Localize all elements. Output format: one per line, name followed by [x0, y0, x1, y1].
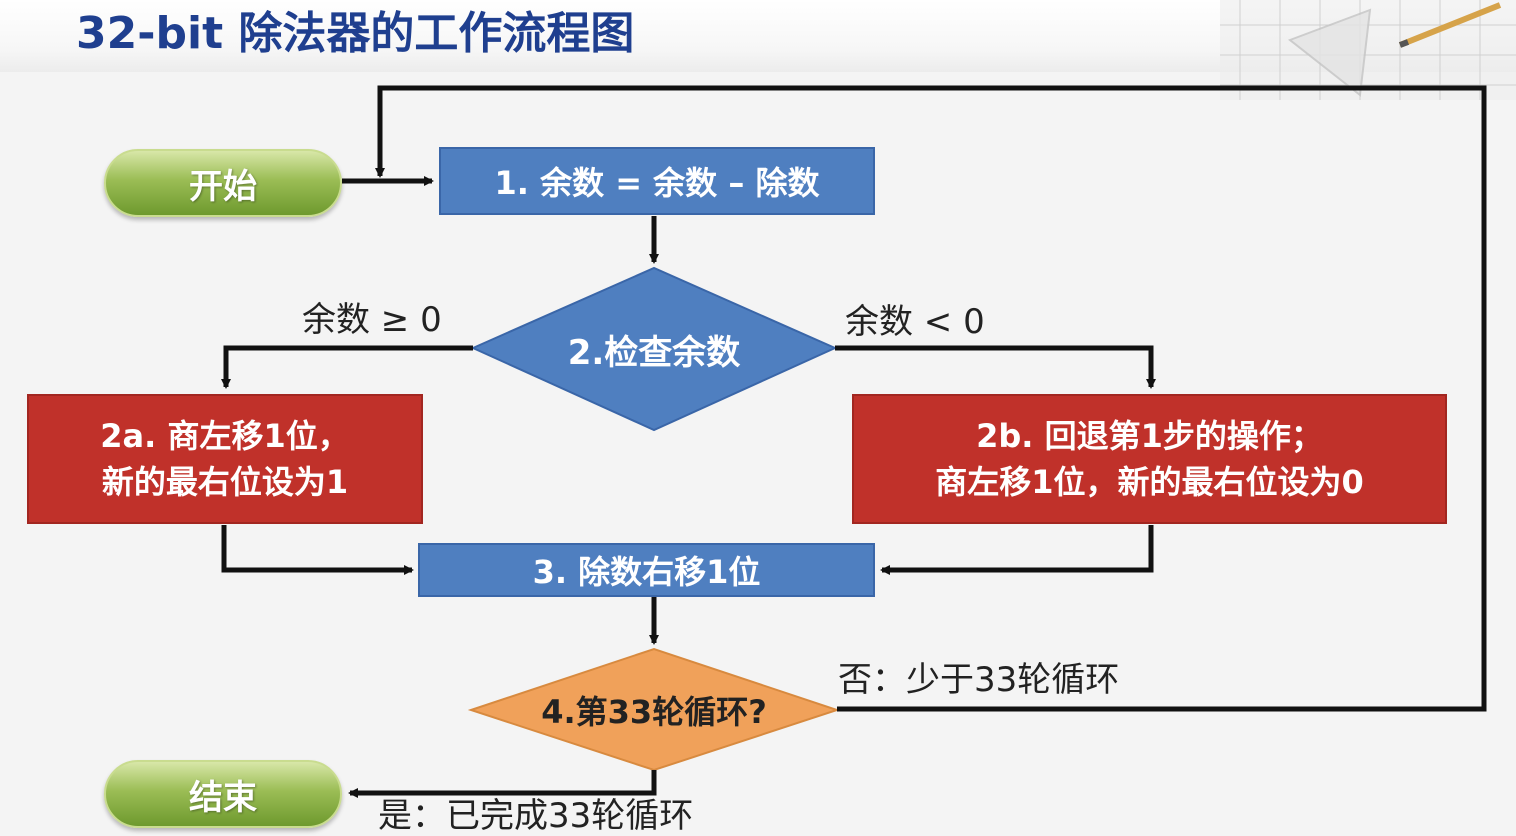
edge-label-remainder-ge-zero: 余数 ≥ 0 — [302, 300, 442, 340]
step2a-shift-quotient-set-1: 2a. 商左移1位， 新的最右位设为1 — [27, 394, 423, 524]
step2b-line2: 商左移1位，新的最右位设为0 — [935, 463, 1364, 501]
step2b-line1: 2b. 回退第1步的操作； — [976, 417, 1323, 455]
step3-shift-divisor-right: 3. 除数右移1位 — [418, 543, 875, 597]
arrow-step2a-to-step3 — [221, 525, 414, 575]
end-label: 结束 — [189, 777, 257, 818]
edge-label-no-repeat: 否：少于33轮循环 — [838, 660, 1120, 700]
arrow-step2b-to-step3 — [880, 525, 1154, 575]
start-terminal: 开始 — [104, 149, 342, 217]
end-terminal: 结束 — [104, 760, 342, 828]
step2a-line2: 新的最右位设为1 — [101, 463, 349, 501]
start-label: 开始 — [189, 166, 257, 207]
step1-subtract-divisor: 1. 余数 = 余数 – 除数 — [439, 147, 875, 215]
step2b-restore-shift-set-0: 2b. 回退第1步的操作； 商左移1位，新的最右位设为0 — [852, 394, 1447, 524]
step4-label: 4.第33轮循环? — [541, 692, 767, 731]
page-title: 32-bit 除法器的工作流程图 — [76, 8, 635, 59]
edge-label-remainder-lt-zero: 余数 < 0 — [845, 302, 985, 342]
edge-label-yes-done: 是：已完成33轮循环 — [378, 796, 694, 836]
step3-label: 3. 除数右移1位 — [532, 553, 761, 591]
arrow-loop-back — [375, 85, 1487, 712]
step2a-line1: 2a. 商左移1位， — [100, 417, 350, 455]
step1-label: 1. 余数 = 余数 – 除数 — [494, 164, 820, 202]
arrow-step2-to-step2a — [221, 345, 473, 389]
step4-round-33-check: 4.第33轮循环? — [471, 649, 837, 770]
step2-label: 2.检查余数 — [567, 332, 741, 373]
step2-check-remainder: 2.检查余数 — [473, 268, 835, 430]
arrow-step2-to-step2b — [835, 345, 1156, 389]
arrow-step4-to-end — [348, 770, 657, 798]
drafting-tools-decoration — [1220, 0, 1516, 100]
